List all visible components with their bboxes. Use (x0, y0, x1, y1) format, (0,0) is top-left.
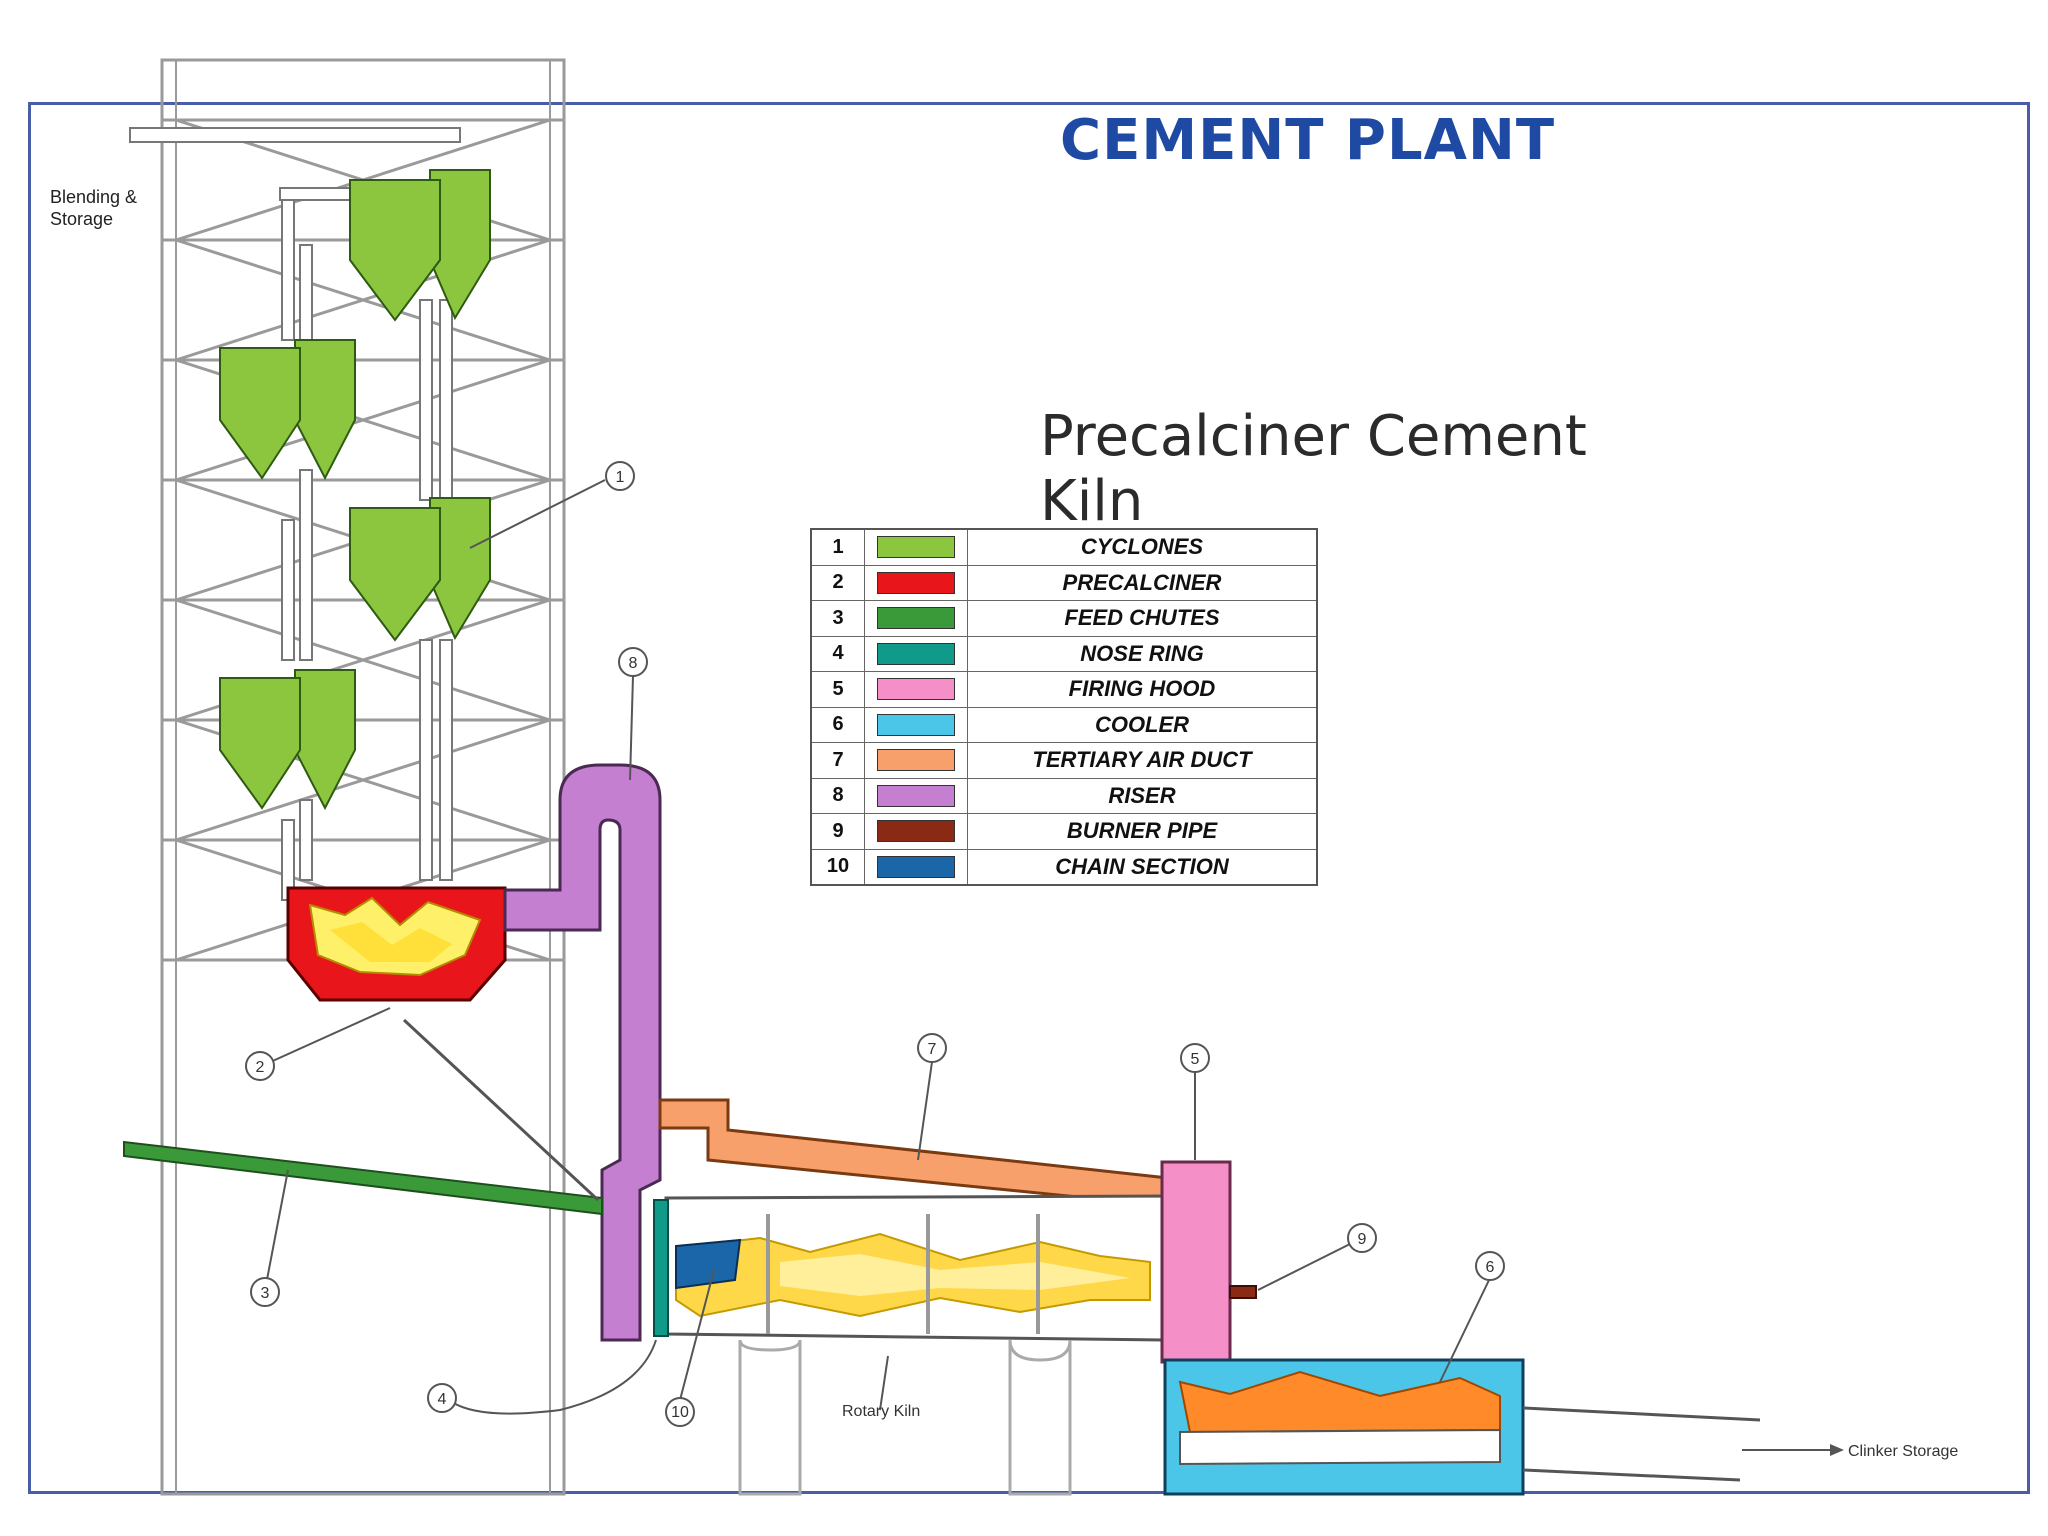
legend-swatch-cell (864, 742, 968, 779)
legend-swatch-cell (864, 635, 968, 672)
precalciner (286, 886, 507, 1002)
callout-6: 6 (1475, 1251, 1505, 1281)
legend-color-swatch (877, 855, 955, 878)
rotary-kiln (653, 1194, 1164, 1496)
legend-swatch-cell (864, 528, 968, 566)
feed-chute (123, 1018, 603, 1216)
callout-4: 4 (427, 1383, 457, 1413)
legend-color-swatch (877, 571, 955, 594)
legend-color-swatch (877, 784, 955, 807)
legend-swatch-cell (864, 813, 968, 850)
legend-number: 5 (810, 671, 865, 708)
legend-number: 1 (810, 528, 865, 566)
legend-color-swatch (877, 607, 955, 630)
tertiary-air-duct (658, 1098, 1170, 1208)
legend-color-swatch (877, 536, 955, 559)
callout-2: 2 (245, 1051, 275, 1081)
legend-name: TERTIARY AIR DUCT (967, 742, 1318, 779)
blending-storage-line-1: Blending & (50, 187, 138, 207)
legend-name: COOLER (967, 706, 1318, 743)
legend-swatch-cell (864, 671, 968, 708)
riser (503, 763, 662, 1342)
svg-text:8: 8 (629, 655, 638, 672)
legend-color-swatch (877, 749, 955, 772)
legend-swatch-cell (864, 848, 968, 886)
legend-number: 4 (810, 635, 865, 672)
clinker-storage-label: Clinker Storage (1848, 1443, 1958, 1460)
callout-1: 1 (605, 461, 635, 491)
legend-name: FEED CHUTES (967, 600, 1318, 637)
legend-table: 1 CYCLONES 2 PRECALCINER 3 FEED CHUTES 4 NOSE R… (810, 528, 1318, 886)
legend-name: BURNER PIPE (967, 813, 1318, 850)
legend-color-swatch (877, 713, 955, 736)
callout-10: 10 (665, 1397, 695, 1427)
legend-row: 1 CYCLONES (810, 528, 1318, 566)
legend-name: PRECALCINER (967, 564, 1318, 601)
svg-text:4: 4 (438, 1391, 447, 1408)
legend-swatch-cell (864, 706, 968, 743)
legend-number: 6 (810, 706, 865, 743)
blending-storage-line-2: Storage (50, 209, 114, 229)
legend-row: 7 TERTIARY AIR DUCT (810, 742, 1318, 779)
legend-row: 10 CHAIN SECTION (810, 848, 1318, 886)
svg-text:10: 10 (671, 1404, 689, 1421)
legend-name: FIRING HOOD (967, 671, 1318, 708)
svg-text:9: 9 (1358, 1231, 1367, 1248)
svg-text:7: 7 (928, 1041, 937, 1058)
legend-name: CHAIN SECTION (967, 848, 1318, 886)
legend-color-swatch (877, 820, 955, 843)
callout-3: 3 (250, 1277, 280, 1307)
callout-5: 5 (1180, 1043, 1210, 1073)
svg-text:2: 2 (256, 1059, 265, 1076)
legend-color-swatch (877, 642, 955, 665)
legend-row: 9 BURNER PIPE (810, 813, 1318, 850)
legend-swatch-cell (864, 600, 968, 637)
legend-name: RISER (967, 777, 1318, 814)
legend-row: 2 PRECALCINER (810, 564, 1318, 601)
firing-hood (1160, 1160, 1257, 1364)
blending-storage-label: Blending & Storage (50, 186, 137, 230)
callout-leaders (264, 479, 1491, 1415)
legend-name: NOSE RING (967, 635, 1318, 672)
legend-number: 8 (810, 777, 865, 814)
page-title: CEMENT PLANT (1060, 108, 1556, 173)
legend-row: 5 FIRING HOOD (810, 671, 1318, 708)
legend-number: 2 (810, 564, 865, 601)
legend-number: 9 (810, 813, 865, 850)
svg-text:6: 6 (1486, 1259, 1495, 1276)
legend-swatch-cell (864, 777, 968, 814)
legend-number: 7 (810, 742, 865, 779)
svg-text:5: 5 (1191, 1051, 1200, 1068)
legend-color-swatch (877, 678, 955, 701)
svg-text:1: 1 (616, 469, 625, 486)
legend-swatch-cell (864, 564, 968, 601)
rotary-kiln-label: Rotary Kiln (842, 1403, 920, 1420)
legend-number: 10 (810, 848, 865, 886)
callout-8: 8 (618, 647, 648, 677)
legend-row: 8 RISER (810, 777, 1318, 814)
cyclones (219, 169, 491, 811)
clinker-cooler (1163, 1358, 1844, 1496)
callout-9: 9 (1347, 1223, 1377, 1253)
svg-text:3: 3 (261, 1285, 270, 1302)
legend-number: 3 (810, 600, 865, 637)
legend-row: 3 FEED CHUTES (810, 600, 1318, 637)
callout-7: 7 (917, 1033, 947, 1063)
legend-row: 4 NOSE RING (810, 635, 1318, 672)
legend-name: CYCLONES (967, 528, 1318, 566)
legend-row: 6 COOLER (810, 706, 1318, 743)
callouts: 1 2 3 4 5 6 7 8 9 10 (245, 461, 1505, 1427)
diagram-subtitle: Precalciner Cement Kiln (1040, 404, 1587, 534)
